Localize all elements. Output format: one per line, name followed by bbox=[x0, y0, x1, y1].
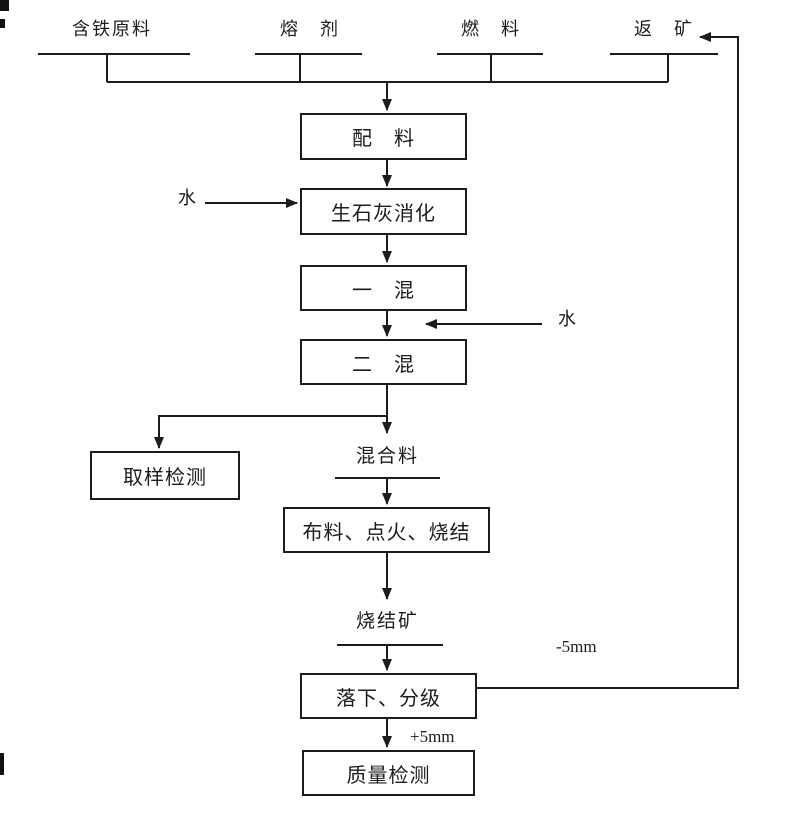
process-box-quality-inspection: 质量检测 bbox=[302, 750, 475, 796]
iron-materials-bar bbox=[38, 53, 190, 82]
process-box-first-mixing: 一 混 bbox=[300, 265, 467, 311]
stream-label-sinter: 烧结矿 bbox=[356, 611, 420, 632]
process-box-batching: 配 料 bbox=[300, 113, 467, 160]
input-label-flux: 熔 剂 bbox=[280, 19, 340, 39]
stream-label-mixture: 混合料 bbox=[356, 446, 420, 467]
scan-artifact bbox=[0, 0, 9, 11]
return-fines-bar bbox=[610, 53, 718, 82]
input-label-fuel: 燃 料 bbox=[461, 19, 521, 39]
process-box-sampling-inspection: 取样检测 bbox=[90, 451, 240, 500]
process-box-drop-classification: 落下、分级 bbox=[300, 673, 477, 719]
process-box-lime-slaking: 生石灰消化 bbox=[300, 188, 467, 235]
water-label-right: 水 bbox=[558, 309, 577, 329]
size-label-plus-5mm: +5mm bbox=[410, 727, 455, 746]
scan-artifact bbox=[0, 753, 4, 775]
process-box-spread-ignite-sinter: 布料、点火、烧结 bbox=[283, 507, 490, 553]
water-label-left: 水 bbox=[178, 188, 197, 208]
size-label-minus-5mm: -5mm bbox=[556, 637, 597, 656]
input-label-iron-bearing-materials: 含铁原料 bbox=[72, 19, 152, 39]
scan-artifact bbox=[0, 19, 5, 28]
arrow-branch-to-sampling bbox=[154, 415, 387, 449]
recycle-line-to-return-fines bbox=[477, 32, 739, 689]
input-label-return-fines: 返 矿 bbox=[634, 19, 694, 39]
fuel-bar bbox=[437, 53, 543, 82]
process-box-second-mixing: 二 混 bbox=[300, 339, 467, 385]
flux-bar bbox=[255, 53, 362, 82]
